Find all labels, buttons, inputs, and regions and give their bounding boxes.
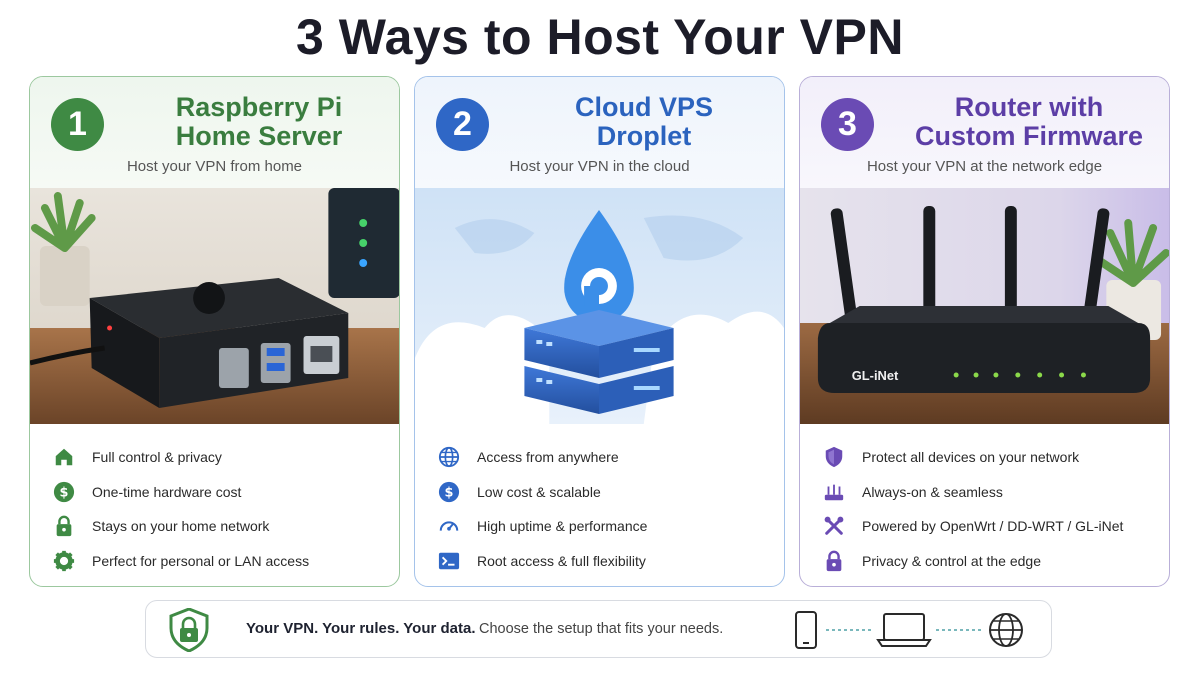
list-item: Root access & full flexibility <box>415 544 784 579</box>
list-item: Powered by OpenWrt / DD-WRT / GL-iNet <box>800 509 1169 544</box>
raspberry-pi-photo <box>30 188 399 424</box>
card-raspberry-pi: 1 Raspberry Pi Home Server Host your VPN… <box>29 76 400 587</box>
svg-text:$: $ <box>60 485 69 500</box>
list-item: High uptime & performance <box>415 509 784 544</box>
globe-icon <box>437 445 461 469</box>
svg-text:$: $ <box>445 485 454 500</box>
phone-icon <box>795 611 817 649</box>
card-subtitle: Host your VPN from home <box>126 158 303 175</box>
card-header: 3 Router with Custom Firmware Host your … <box>800 77 1169 188</box>
card-router-firmware: 3 Router with Custom Firmware Host your … <box>799 76 1170 587</box>
step-number-badge: 1 <box>51 98 104 151</box>
list-item: $ One-time hardware cost <box>30 475 399 510</box>
card-header: 1 Raspberry Pi Home Server Host your VPN… <box>30 77 399 188</box>
card-header: 2 Cloud VPS Droplet Host your VPN in the… <box>415 77 784 188</box>
card-title: Raspberry Pi Home Server <box>175 92 343 151</box>
tools-icon <box>822 514 846 538</box>
footer-note: Choose the setup that fits your needs. <box>479 621 724 637</box>
home-icon <box>52 445 76 469</box>
list-item: Full control & privacy <box>30 440 399 475</box>
card-subtitle: Host your VPN at the network edge <box>866 158 1103 175</box>
card-title: Router with Custom Firmware <box>914 92 1144 151</box>
router-brand-label: GL-iNet <box>852 368 899 383</box>
lock-icon <box>52 514 76 538</box>
router-photo: GL-iNet <box>800 188 1169 424</box>
footer-banner: Your VPN. Your rules. Your data. Choose … <box>145 600 1052 658</box>
feature-list: Full control & privacy $ One-time hardwa… <box>30 424 399 578</box>
list-item: Access from anywhere <box>415 440 784 475</box>
speedometer-icon <box>437 514 461 538</box>
dollar-icon: $ <box>52 480 76 504</box>
shield-icon <box>822 445 846 469</box>
feature-list: Protect all devices on your network Alwa… <box>800 424 1169 578</box>
card-subtitle: Host your VPN in the cloud <box>509 158 690 175</box>
page-title: 3 Ways to Host Your VPN <box>296 9 904 65</box>
gear-icon <box>52 549 76 573</box>
footer-tagline: Your VPN. Your rules. Your data. <box>246 620 476 637</box>
card-cloud-vps: 2 Cloud VPS Droplet Host your VPN in the… <box>414 76 785 587</box>
list-item: Protect all devices on your network <box>800 440 1169 475</box>
globe-icon <box>989 613 1023 647</box>
device-connection-graphic <box>794 610 1034 650</box>
terminal-icon <box>437 549 461 573</box>
list-item: Perfect for personal or LAN access <box>30 544 399 579</box>
feature-list: Access from anywhere $ Low cost & scalab… <box>415 424 784 578</box>
step-number-badge: 3 <box>821 98 874 151</box>
cloud-server-illustration <box>415 188 784 424</box>
router-icon <box>822 480 846 504</box>
laptop-icon <box>876 613 932 647</box>
shield-lock-icon <box>168 607 210 653</box>
step-number-badge: 2 <box>436 98 489 151</box>
list-item: Stays on your home network <box>30 509 399 544</box>
list-item: Privacy & control at the edge <box>800 544 1169 579</box>
list-item: $ Low cost & scalable <box>415 475 784 510</box>
card-title: Cloud VPS Droplet <box>574 92 713 151</box>
lock-icon <box>822 549 846 573</box>
dollar-icon: $ <box>437 480 461 504</box>
list-item: Always-on & seamless <box>800 475 1169 510</box>
